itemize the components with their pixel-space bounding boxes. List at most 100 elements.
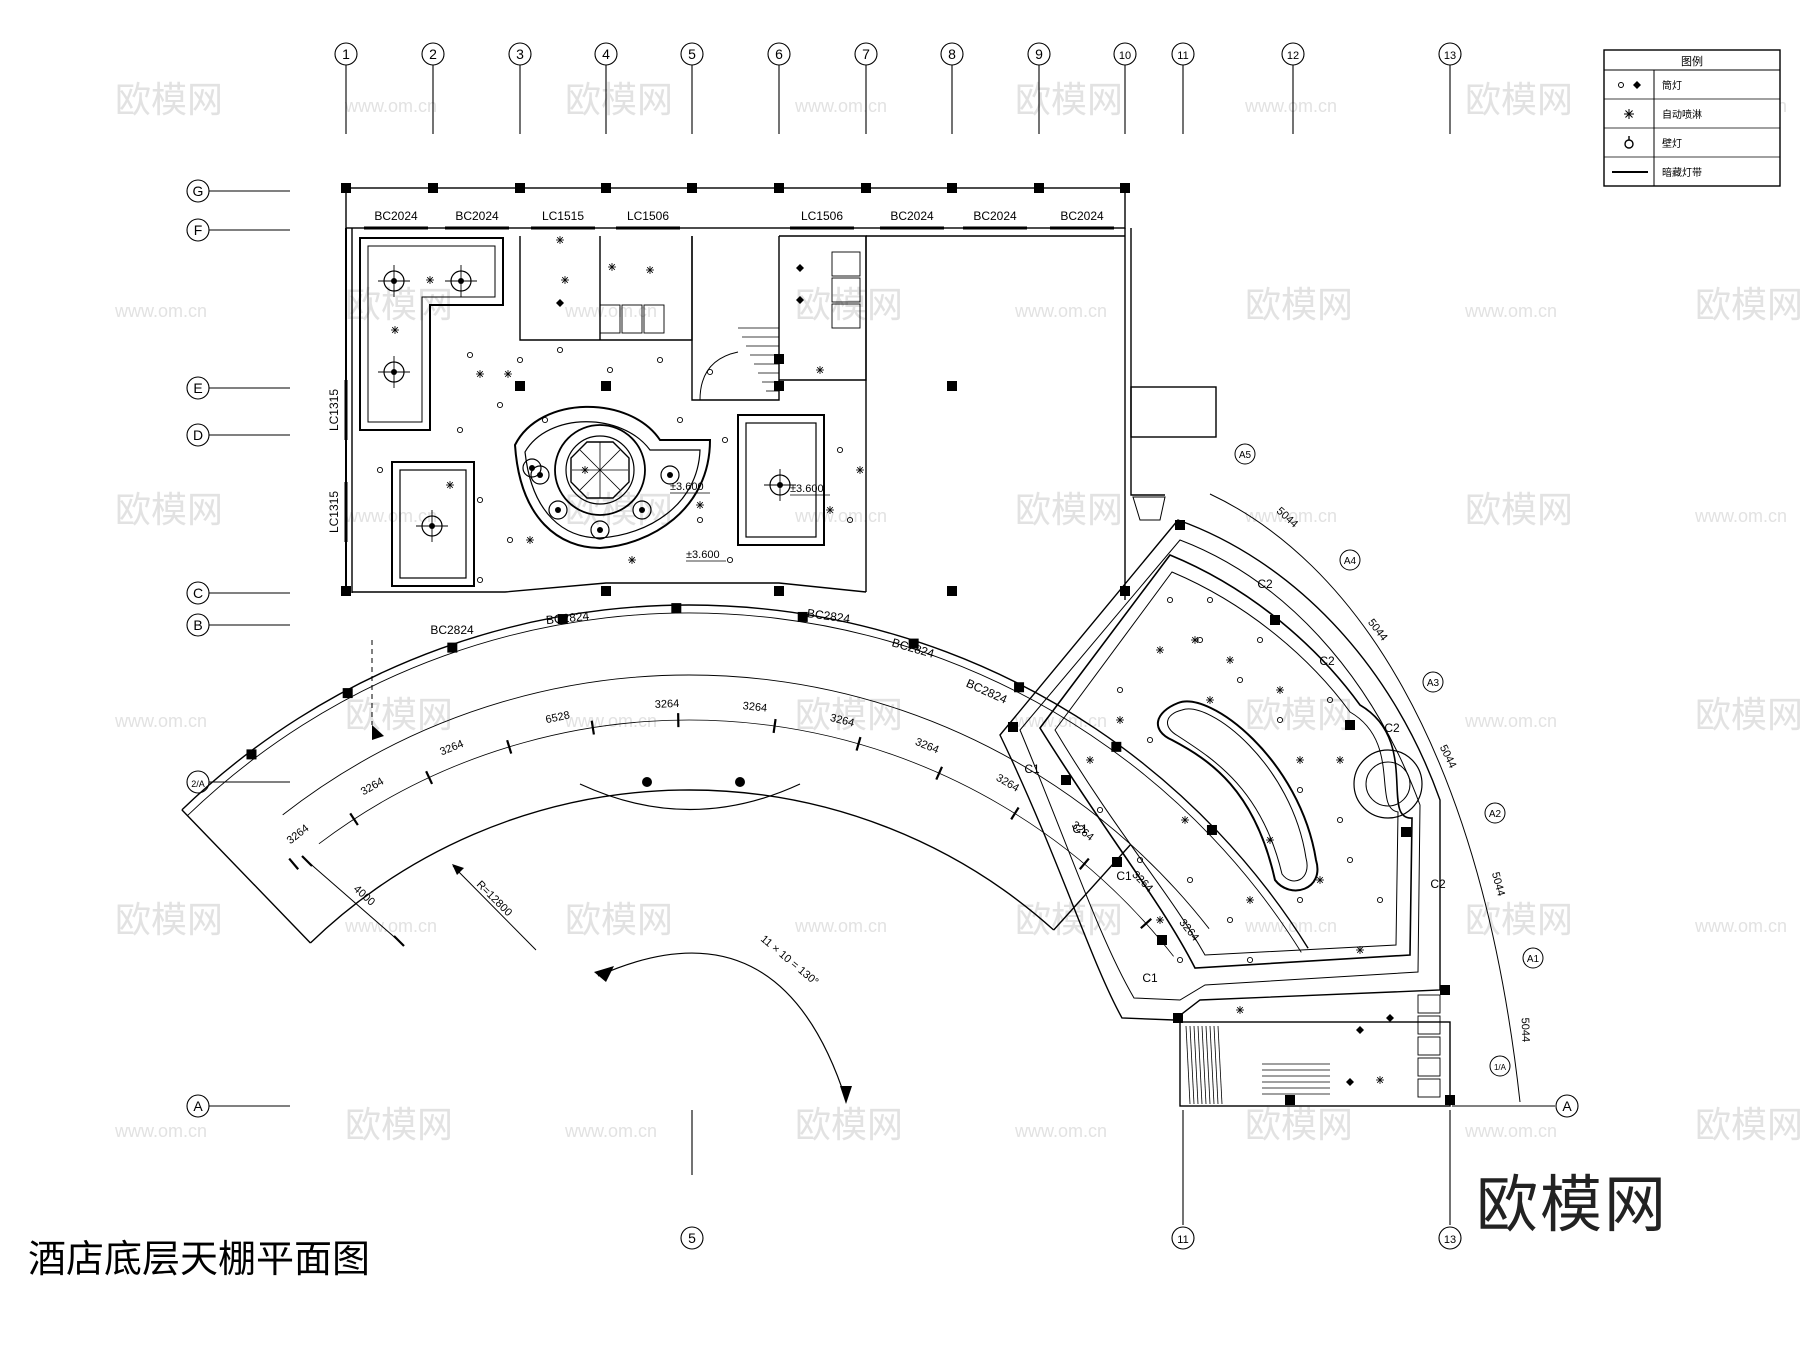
watermark-url: www.om.cn [1464, 301, 1557, 321]
watermark-layer: 欧模网 www.om.cn 欧模网 www.om.cn 欧模网 www.om.cn 欧模网 w… [114, 80, 1800, 1146]
downlight [1117, 687, 1122, 692]
axis-label-top: 2 [429, 46, 437, 62]
east-annex [1131, 387, 1216, 437]
downlight [1227, 917, 1232, 922]
arc-dim-tick [426, 771, 432, 784]
legend-item-label: 壁灯 [1662, 137, 1682, 150]
axis-label-top: 5 [688, 46, 696, 62]
watermark-url: www.om.cn [1014, 301, 1107, 321]
downlight [497, 402, 502, 407]
arc-column [1111, 742, 1121, 752]
column [774, 381, 784, 391]
arc-dim-tick [936, 767, 942, 780]
column [601, 183, 611, 193]
axis-label-top: 7 [862, 46, 870, 62]
column [1175, 520, 1185, 530]
sweep-arrowhead [594, 966, 614, 982]
downlight [507, 537, 512, 542]
axis-label-left: E [193, 380, 202, 396]
column [687, 183, 697, 193]
downlight-diamond [556, 299, 564, 307]
width-dim-tick [302, 856, 312, 866]
stair-tread [1194, 1026, 1198, 1104]
garden-lamp [735, 777, 745, 787]
watermark-url: www.om.cn [1244, 96, 1337, 116]
stair-tread [1218, 1026, 1222, 1104]
axis-label-top: 13 [1444, 50, 1456, 62]
column [1401, 827, 1411, 837]
downlight [707, 369, 712, 374]
window-label-south: BC2824 [430, 623, 474, 637]
downlight [1187, 877, 1192, 882]
axis-label-top: 10 [1119, 50, 1131, 62]
octagon-spoke [580, 470, 600, 490]
watermark-logo: 欧模网 [1695, 1105, 1800, 1146]
column [861, 183, 871, 193]
ceiling-detail-layer [360, 236, 1422, 1086]
axis-label-bottom: 13 [1444, 1234, 1456, 1246]
octagon-spoke [580, 450, 600, 470]
watermark-logo: 欧模网 [1695, 695, 1800, 736]
brand-mark: 欧模网 [1476, 1168, 1668, 1241]
watermark-logo: 欧模网 [1245, 695, 1353, 736]
arc-column [671, 603, 681, 613]
cabinet [1418, 1058, 1440, 1076]
stair-curve [700, 352, 738, 400]
watermark-logo: 欧模网 [1015, 80, 1123, 121]
level-mark: ±3.600 [670, 481, 704, 493]
window-label-top: BC2024 [973, 209, 1017, 223]
entry-wedge [1133, 497, 1165, 520]
window-label-top: LC1515 [542, 209, 584, 223]
drawing-title: 酒店底层天棚平面图 [28, 1237, 370, 1281]
column [774, 586, 784, 596]
axis-label-left: A [193, 1098, 203, 1114]
level-mark: ±3.600 [790, 483, 824, 495]
stair-tread [1186, 1026, 1190, 1104]
pendant-lamp-center [555, 507, 561, 513]
downlight [1337, 817, 1342, 822]
column [601, 586, 611, 596]
column [1034, 183, 1044, 193]
chandelier-center [429, 523, 435, 529]
downlight [377, 467, 382, 472]
downlight [1237, 677, 1242, 682]
sweep-label: 11 × 10 = 130° [758, 933, 820, 988]
watermark-logo: 欧模网 [115, 900, 223, 941]
downlight [517, 357, 522, 362]
downlight [457, 427, 462, 432]
watermark-logo: 欧模网 [1245, 1105, 1353, 1146]
watermark-logo: 欧模网 [1465, 900, 1573, 941]
window-label-c2: C2 [1257, 577, 1273, 591]
axis-label-curve: A5 [1239, 450, 1252, 461]
column [774, 354, 784, 364]
downlight-diamond [796, 264, 804, 272]
column [1120, 183, 1130, 193]
watermark-url: www.om.cn [114, 301, 207, 321]
radius-arrow [452, 864, 464, 875]
inner-garden-arc [580, 784, 800, 810]
downlight [467, 352, 472, 357]
cabinet [832, 252, 860, 276]
l-shaped-soffit-inner [368, 246, 495, 422]
axis-label-left: F [194, 222, 203, 238]
pendant-lamp-center [597, 527, 603, 533]
round-bay-inner [1366, 762, 1410, 806]
stair-tread [1210, 1026, 1214, 1104]
cabinet [1418, 1079, 1440, 1097]
downlight [1347, 857, 1352, 862]
axis-label-left: D [193, 427, 203, 443]
axis-label-top: 9 [1035, 46, 1043, 62]
column [1345, 720, 1355, 730]
arc-column [1207, 825, 1217, 835]
axis-label-curve: A3 [1427, 678, 1440, 689]
downlight [1167, 597, 1172, 602]
axis-label-top: 4 [602, 46, 610, 62]
window-label-c2: C2 [1319, 654, 1335, 668]
axis-label-top: 6 [775, 46, 783, 62]
downlight [697, 517, 702, 522]
downlight [1257, 637, 1262, 642]
downlight [1297, 787, 1302, 792]
watermark-logo: 欧模网 [1465, 80, 1573, 121]
watermark-logo: 欧模网 [565, 80, 673, 121]
